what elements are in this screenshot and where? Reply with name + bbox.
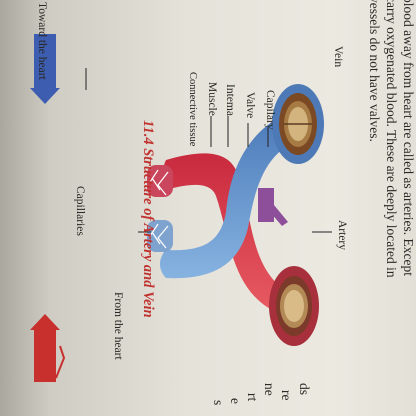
label-toward-heart: Toward the heart	[36, 2, 48, 80]
label-intema: Intema	[224, 84, 236, 116]
vein-vessel	[160, 84, 324, 279]
vein-flow-arrow	[30, 34, 60, 104]
label-muscle: Muscle	[206, 82, 218, 116]
figure-caption: 11.4 Structure of Artery and Vein	[140, 120, 156, 318]
label-capillary: Capilary	[264, 90, 276, 130]
label-vein: Vein	[332, 46, 344, 68]
label-valve: Valve	[244, 92, 256, 119]
artery-flow-arrow	[30, 314, 66, 382]
label-connective-tissue: Connective tissue	[187, 72, 198, 147]
label-artery: Artery	[336, 220, 348, 251]
label-capillaries: Capillaries	[74, 186, 86, 236]
capillary-joint	[258, 188, 288, 226]
label-from-heart: From the heart	[112, 292, 124, 360]
capillary-network	[147, 165, 173, 252]
